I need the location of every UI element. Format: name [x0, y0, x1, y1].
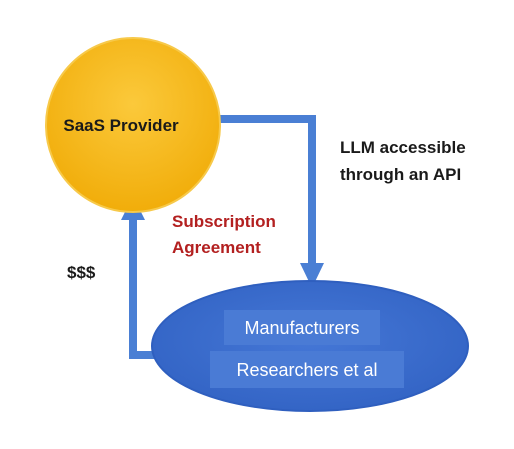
api-arrow-line: [218, 115, 316, 265]
payment-arrow: [121, 196, 156, 359]
saas-provider-node: SaaS Provider: [45, 37, 221, 213]
saas-provider-label: SaaS Provider: [63, 116, 179, 135]
api-label-line1: LLM accessible: [340, 138, 466, 157]
manufacturers-label: Manufacturers: [244, 318, 359, 338]
api-arrow-head: [300, 263, 324, 288]
payment-arrow-line: [129, 217, 156, 359]
agreement-label-line1: Subscription: [172, 212, 276, 231]
manufacturers-box: [224, 310, 380, 345]
users-ellipse: [151, 280, 469, 412]
researchers-label: Researchers et al: [236, 360, 377, 380]
api-arrow: [218, 115, 324, 288]
api-label-line2: through an API: [340, 165, 461, 184]
payment-label: $$$: [67, 263, 96, 282]
saas-provider-circle: [45, 37, 221, 213]
users-node: Manufacturers Researchers et al: [151, 280, 469, 412]
agreement-label-line2: Agreement: [172, 238, 261, 257]
researchers-box: [210, 351, 404, 388]
